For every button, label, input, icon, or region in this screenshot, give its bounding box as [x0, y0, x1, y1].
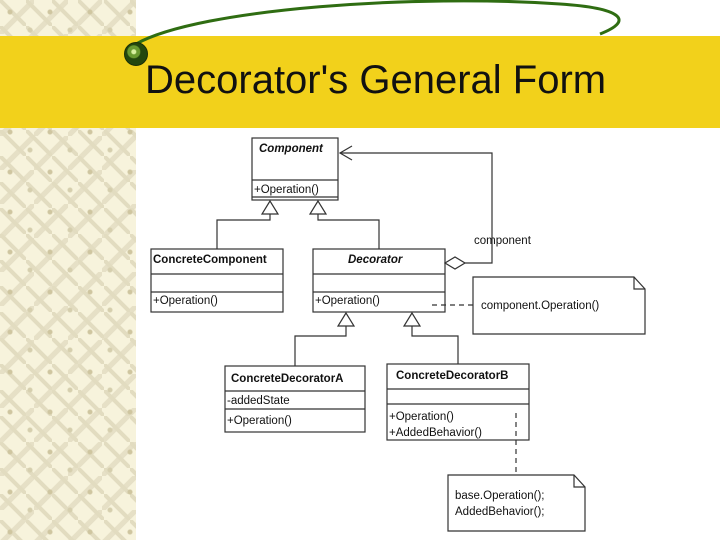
class-decorator: Decorator +Operation()	[312, 248, 446, 313]
note-decorator: component.Operation()	[432, 276, 646, 335]
inheritance-to-component	[216, 199, 380, 249]
bullet-icon	[124, 42, 148, 66]
association-label: component	[474, 235, 532, 247]
member-concrete-decorator-b-operation: +Operation()	[389, 411, 454, 423]
note-text-added-behavior: AddedBehavior();	[455, 506, 545, 518]
inheritance-to-decorator	[294, 311, 459, 366]
class-concrete-component: ConcreteComponent +Operation()	[150, 248, 284, 313]
class-concrete-decorator-b: ConcreteDecoratorB +Operation() +AddedBe…	[386, 363, 530, 441]
note-text-component-operation: component.Operation()	[481, 300, 599, 312]
class-name-concrete-component: ConcreteComponent	[153, 254, 267, 266]
class-name-concrete-decorator-a: ConcreteDecoratorA	[231, 373, 343, 385]
member-decorator-operation: +Operation()	[315, 295, 380, 307]
class-name-decorator: Decorator	[348, 254, 403, 266]
class-component: Component +Operation()	[251, 137, 339, 201]
decorative-swoosh	[135, 0, 621, 46]
member-concrete-component-operation: +Operation()	[153, 295, 218, 307]
aggregation-component: component	[338, 145, 532, 270]
attribute-added-state: -addedState	[227, 395, 290, 407]
class-concrete-decorator-a: ConcreteDecoratorA -addedState +Operatio…	[224, 365, 366, 433]
note-text-base-operation: base.Operation();	[455, 490, 545, 502]
member-component-operation: +Operation()	[254, 184, 319, 196]
title-band	[0, 36, 720, 128]
member-concrete-decorator-b-added-behavior: +AddedBehavior()	[389, 427, 482, 439]
member-concrete-decorator-a-operation: +Operation()	[227, 415, 292, 427]
note-concrete-decorator-b: base.Operation(); AddedBehavior();	[447, 413, 586, 532]
class-name-concrete-decorator-b: ConcreteDecoratorB	[396, 370, 508, 382]
slide-title: Decorator's General Form	[145, 58, 607, 102]
class-name-component: Component	[259, 143, 324, 155]
